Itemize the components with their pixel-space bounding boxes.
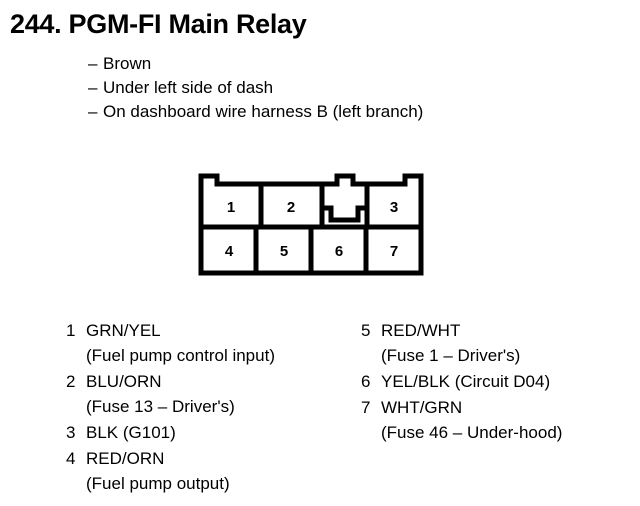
pin-number-6: 6: [335, 243, 343, 260]
legend-note: (Fuel pump control input): [86, 346, 275, 365]
legend-pin-number: 4: [66, 449, 76, 468]
dash-bullet-icon: –: [88, 78, 98, 97]
pin-number-7: 7: [390, 243, 398, 260]
legend-entry: 4 RED/ORN (Fuel pump output): [66, 446, 366, 496]
legend-pin-number: 6: [361, 372, 371, 391]
legend-note: (Fuse 13 – Driver's): [86, 397, 235, 416]
pin-number-1: 1: [227, 199, 235, 216]
legend-wire-code: YEL/BLK (Circuit D04): [381, 372, 551, 391]
connector-diagram: 1 2 3 4 5 6 7: [198, 170, 424, 276]
legend-column-right: 5 RED/WHT (Fuse 1 – Driver's) 6 YEL/BLK …: [361, 318, 640, 446]
pin-number-5: 5: [280, 243, 288, 260]
description-item: – Under left side of dash: [88, 76, 628, 100]
legend-entry: 7 WHT/GRN (Fuse 46 – Under-hood): [361, 395, 640, 445]
legend-pin-number: 2: [66, 372, 76, 391]
pin-legend: 1 GRN/YEL (Fuel pump control input) 2 BL…: [0, 318, 640, 498]
description-item-text: On dashboard wire harness B (left branch…: [103, 102, 424, 121]
pin-number-4: 4: [225, 243, 234, 260]
legend-note: (Fuel pump output): [86, 474, 230, 493]
legend-wire-code: WHT/GRN: [381, 398, 463, 417]
legend-wire-code: RED/ORN: [86, 449, 165, 468]
legend-pin-number: 3: [66, 423, 76, 442]
dash-bullet-icon: –: [88, 54, 98, 73]
legend-entry: 6 YEL/BLK (Circuit D04): [361, 369, 640, 394]
legend-note: (Fuse 46 – Under-hood): [381, 423, 563, 442]
locking-tab: [322, 205, 367, 223]
legend-pin-number: 7: [361, 398, 371, 417]
legend-pin-number: 5: [361, 321, 371, 340]
pin-number-2: 2: [287, 199, 295, 216]
legend-wire-code: BLU/ORN: [86, 372, 162, 391]
legend-wire-code: GRN/YEL: [86, 321, 161, 340]
connector-face-svg: 1 2 3 4 5 6 7: [198, 173, 424, 276]
legend-entry: 5 RED/WHT (Fuse 1 – Driver's): [361, 318, 640, 368]
page-title: 244. PGM-FI Main Relay: [10, 9, 307, 39]
legend-entry: 2 BLU/ORN (Fuse 13 – Driver's): [66, 369, 366, 419]
description-item-text: Under left side of dash: [103, 78, 274, 97]
title-block: 244. PGM-FI Main Relay: [10, 8, 630, 40]
legend-wire-code: BLK (G101): [86, 423, 176, 442]
legend-wire-code: RED/WHT: [381, 321, 461, 340]
legend-note: (Fuse 1 – Driver's): [381, 346, 521, 365]
description-item-text: Brown: [103, 54, 152, 73]
legend-column-left: 1 GRN/YEL (Fuel pump control input) 2 BL…: [66, 318, 366, 497]
dash-bullet-icon: –: [88, 102, 98, 121]
description-list: – Brown – Under left side of dash – On d…: [88, 52, 628, 124]
legend-entry: 3 BLK (G101): [66, 420, 366, 445]
description-item: – On dashboard wire harness B (left bran…: [88, 100, 628, 124]
description-item: – Brown: [88, 52, 628, 76]
legend-pin-number: 1: [66, 321, 76, 340]
pin-number-3: 3: [390, 199, 398, 216]
legend-entry: 1 GRN/YEL (Fuel pump control input): [66, 318, 366, 368]
